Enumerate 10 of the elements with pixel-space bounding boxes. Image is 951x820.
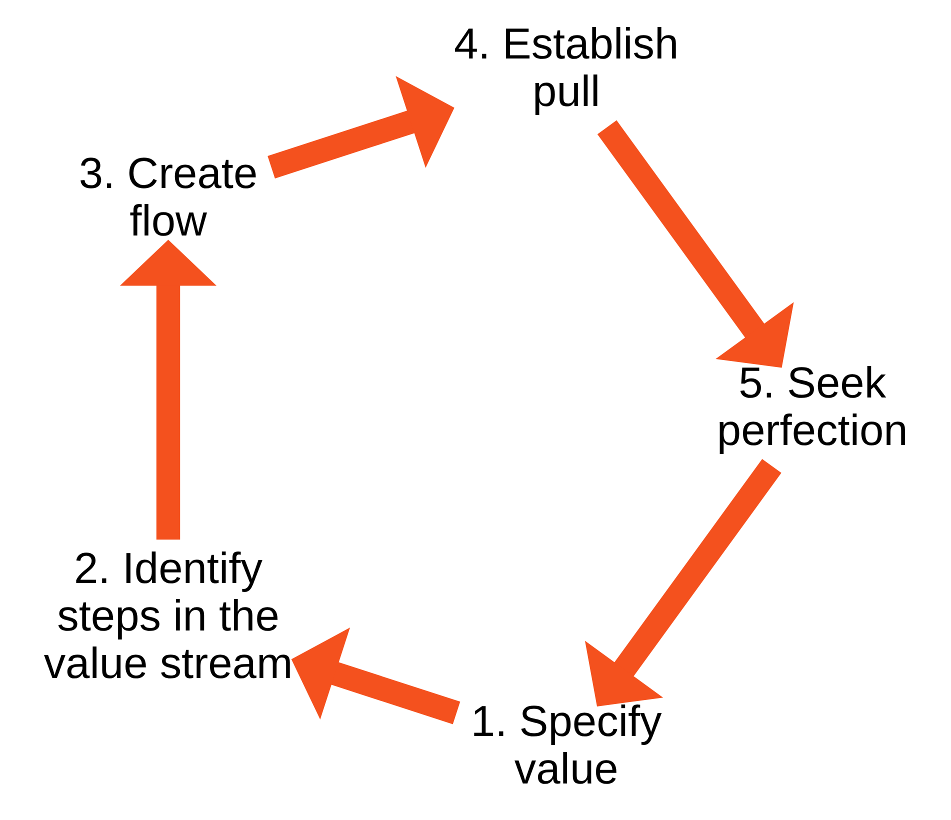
node-text: 4. Establish pull [454, 20, 678, 116]
arrow [267, 76, 454, 178]
node-text: 1. Specify value [470, 698, 662, 794]
node-text: 3. Create flow [78, 150, 258, 246]
arrow [584, 458, 781, 706]
arrow [596, 120, 794, 368]
node-text: 5. Seek perfection [716, 359, 908, 455]
arrow [290, 628, 460, 724]
arrow [119, 240, 216, 540]
node-text: 2. Identify steps in the value stream [43, 544, 292, 688]
